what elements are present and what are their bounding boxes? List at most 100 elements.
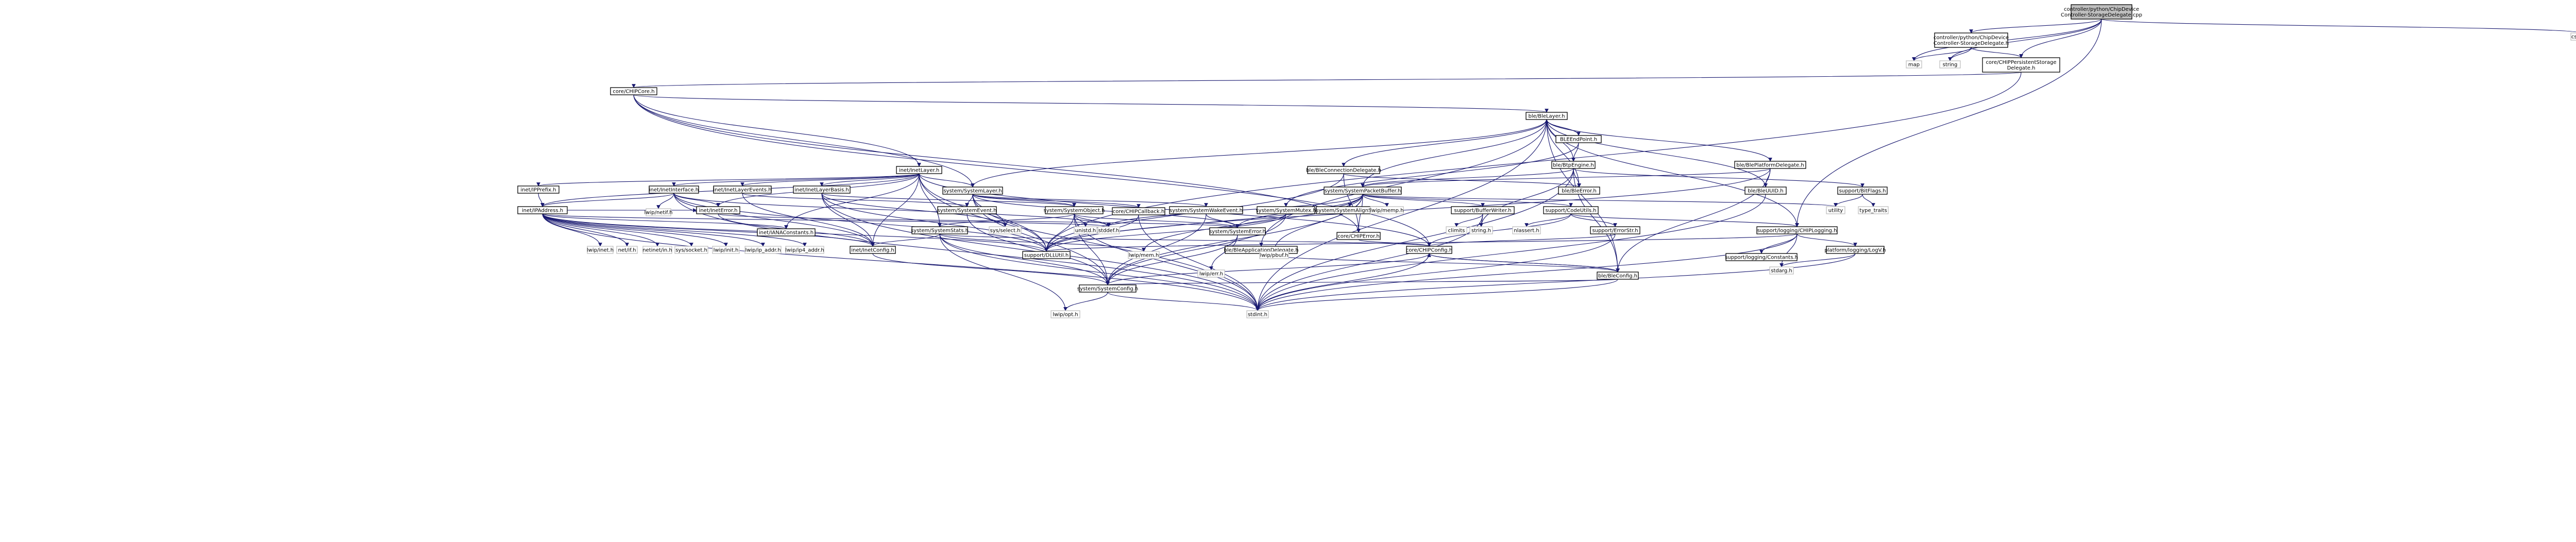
edge-root-to-persist (2019, 19, 2102, 58)
node-loggingconst[interactable]: support/logging/Constants.h (1725, 253, 1798, 261)
node-sysobject[interactable]: system/SystemObject.h (1044, 206, 1105, 214)
node-box (896, 166, 942, 174)
edge-sysmutex-to-sysconfig (1106, 213, 1286, 285)
node-chiplogging[interactable]: support/logging/CHIPLogging.h (1756, 226, 1838, 234)
edge-pktbuf-to-utility (1362, 194, 1838, 207)
node-platlogging[interactable]: platform/logging/LogV.h (1824, 246, 1886, 254)
node-label: Controller-StorageDelegate.cpp (2061, 12, 2142, 18)
edge-syserror-to-sysconfig (1106, 234, 1238, 285)
node-box (1050, 310, 1080, 318)
node-bleh[interactable]: ble/BleLayer.h (1526, 112, 1568, 120)
node-box (1469, 226, 1493, 234)
node-label: lwip/netif.h (645, 210, 673, 216)
node-box (1558, 187, 1600, 195)
node-label: netinet/in.h (642, 248, 672, 253)
node-box (1336, 232, 1381, 240)
node-chipconfig[interactable]: core/CHIPConfig.h (1406, 246, 1452, 254)
node-box (1597, 272, 1639, 280)
edge-ipprefix-to-ipaddress (538, 193, 545, 207)
edge-inetevents-to-sysevent (742, 193, 969, 207)
node-box (1307, 166, 1380, 174)
node-chipcallback[interactable]: core/CHIPCallback.h (1112, 207, 1165, 215)
edge-ipaddress-to-iana (542, 213, 788, 229)
node-inetif[interactable]: inet/InetInterface.h (649, 185, 699, 194)
node-iana[interactable]: inet/IANAConstants.h (757, 228, 816, 236)
node-bleerror[interactable]: ble/BleError.h (1558, 187, 1600, 195)
node-chipcore[interactable]: core/CHIPCore.h (610, 87, 657, 95)
node-box (1128, 251, 1160, 259)
edge-inetif-to-stddef (673, 193, 1111, 227)
edge-inetif-to-dlluti (673, 193, 1048, 252)
node-syswake[interactable]: system/SystemWakeEvent.h (1169, 206, 1243, 214)
edge-platlogging-to-stdarg (1780, 253, 1856, 267)
node-box (1858, 206, 1889, 214)
edge-persist-to-chipcore (632, 72, 2022, 88)
edge-bleendpoint-to-sysmutex (1284, 142, 1579, 207)
node-bleplatdel[interactable]: ble/BlePlatformDelegate.h (1734, 161, 1806, 169)
node-inetevents[interactable]: inet/InetLayerEvents.h (713, 185, 772, 194)
node-label: inet/IPPrefix.h (520, 188, 556, 193)
edge-csd_h-to-string (1948, 47, 1972, 61)
node-bleendpoint[interactable]: BLEEndPoint.h (1555, 135, 1602, 143)
node-pktbuf[interactable]: system/SystemPacketBuffer.h (1324, 187, 1402, 195)
node-stringh: string.h (1469, 226, 1493, 234)
node-inetlayer[interactable]: inet/InetLayer.h (896, 166, 942, 174)
edge-root-to-chiplogging (1795, 19, 2102, 227)
node-ineterror[interactable]: inet/InetError.h (696, 206, 740, 214)
node-label: support/CodeUtils.h (1546, 208, 1597, 214)
node-box (646, 208, 671, 216)
node-bleconfig[interactable]: ble/BleConfig.h (1597, 272, 1639, 280)
edge-chiperror-to-chipconfig (1358, 239, 1431, 247)
node-box (1555, 135, 1602, 143)
node-box (1246, 310, 1269, 318)
node-box (1769, 266, 1794, 275)
node-btpengine[interactable]: ble/BtpEngine.h (1551, 161, 1596, 169)
node-label: lwip/inet.h (587, 248, 614, 253)
node-box (517, 185, 560, 194)
node-box (1324, 187, 1402, 195)
node-ipaddress[interactable]: inet/IPAddress.h (517, 206, 568, 214)
node-box (1982, 57, 2060, 73)
edge-ipaddress-to-syssocket (542, 213, 693, 247)
node-sysevent[interactable]: system/SystemEvent.h (937, 206, 997, 214)
node-typetraits: type_traits (1858, 206, 1889, 214)
node-netif: net/if.h (616, 246, 638, 254)
node-sysmutex[interactable]: system/SystemMutex.h (1256, 206, 1316, 214)
node-sysconfig[interactable]: system/SystemConfig.h (1077, 284, 1138, 293)
node-label: inet/IPAddress.h (522, 208, 563, 214)
node-syssocket: sys/socket.h (674, 246, 708, 254)
edge-chiplogging-to-stdint (1256, 233, 1798, 311)
node-csd_h[interactable]: controller/python/ChipDeviceController-S… (1934, 32, 2009, 48)
node-bitflags[interactable]: support/BitFlags.h (1837, 187, 1888, 195)
node-root[interactable]: controller/python/ChipDeviceController-S… (2061, 4, 2142, 20)
node-lwipinet: lwip/inet.h (587, 246, 614, 254)
node-lwipnetif: lwip/netif.h (645, 208, 673, 216)
node-dlluti[interactable]: support/DLLUtil.h (1022, 251, 1071, 259)
node-bleconndel[interactable]: ble/BleConnectionDelegate.h (1306, 166, 1381, 174)
node-box (517, 206, 568, 214)
node-ipprefix[interactable]: inet/IPPrefix.h (517, 185, 560, 194)
edge-csd_h-to-map (1912, 47, 1972, 61)
node-label: inet/InetError.h (699, 208, 738, 214)
node-bleuuid[interactable]: ble/BleUUID.h (1744, 187, 1787, 195)
edge-bleh-to-syslayer (971, 119, 1547, 188)
node-errorstr[interactable]: support/ErrorStr.h (1590, 226, 1640, 234)
edge-codeutils-to-chiplogging (1570, 213, 1799, 227)
node-climits: climits (1446, 226, 1467, 234)
node-sysstats[interactable]: system/SystemStats.h (911, 226, 969, 234)
edge-inetconfig-to-sysconfig (872, 253, 1110, 285)
node-bufwriter[interactable]: support/BufferWriter.h (1451, 206, 1515, 214)
node-inetbasis[interactable]: inet/InetLayerBasis.h (793, 185, 851, 194)
node-inetconfig[interactable]: inet/InetConfig.h (850, 246, 896, 254)
node-syserror[interactable]: system/SystemError.h (1209, 227, 1266, 235)
edge-syswake-to-sysconfig (1106, 213, 1207, 285)
edge-inetbasis-to-sysobject (821, 193, 1076, 207)
node-label: net/if.h (618, 248, 636, 253)
node-chiperror[interactable]: core/CHIPError.h (1336, 232, 1381, 240)
node-label: lwip/memp.h (1370, 208, 1404, 214)
node-label: support/BitFlags.h (1839, 189, 1886, 194)
node-label: Delegate.h (2007, 65, 2036, 71)
node-codeutils[interactable]: support/CodeUtils.h (1543, 206, 1599, 214)
node-syslayer[interactable]: system/SystemLayer.h (942, 187, 1003, 195)
